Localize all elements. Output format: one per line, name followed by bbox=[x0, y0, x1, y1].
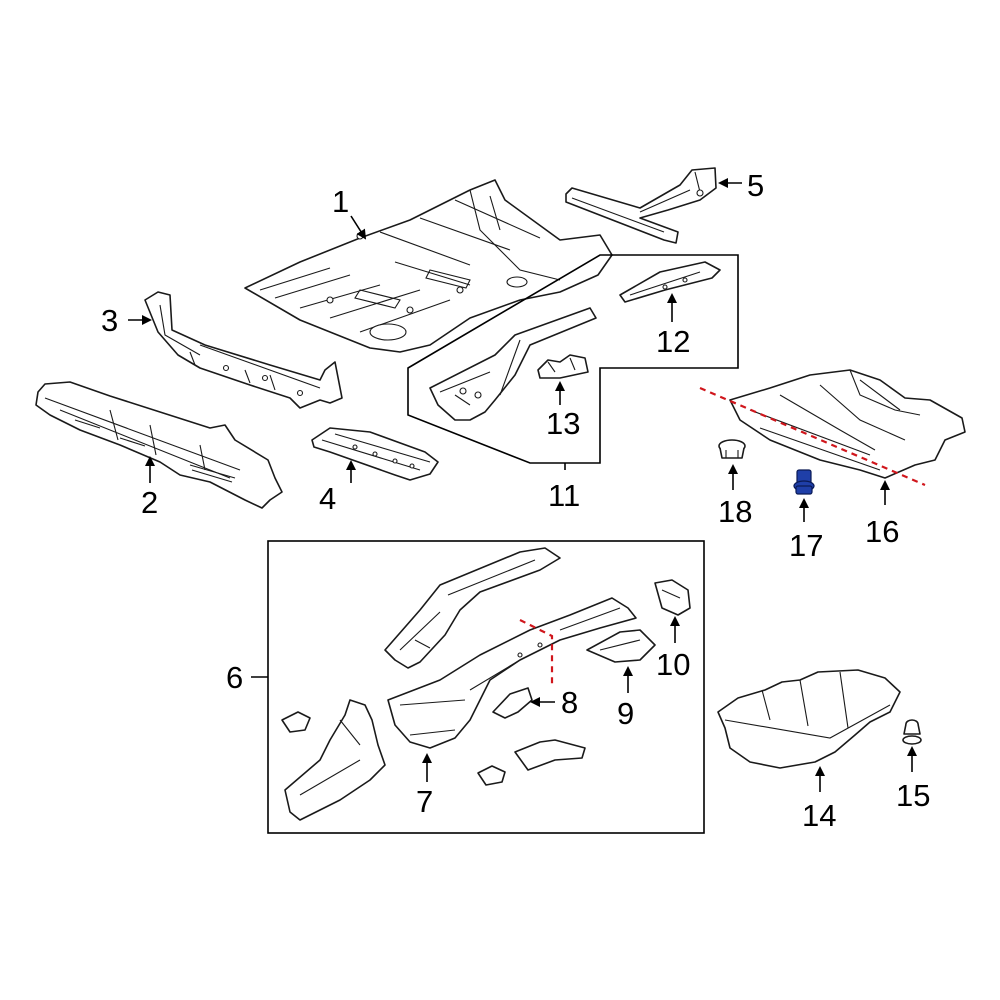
part-6-upper-rail[interactable] bbox=[384, 547, 561, 669]
part-8-bracket[interactable] bbox=[492, 687, 533, 719]
callout-11[interactable]: 11 bbox=[548, 478, 580, 513]
callout-6[interactable]: 6 bbox=[226, 660, 243, 695]
leader-lines bbox=[128, 178, 917, 792]
part-10-bracket[interactable] bbox=[654, 579, 691, 616]
callout-7[interactable]: 7 bbox=[416, 784, 433, 819]
callout-14[interactable]: 14 bbox=[802, 798, 836, 833]
cut-line-7 bbox=[519, 619, 554, 685]
part-9-bracket[interactable] bbox=[586, 629, 656, 663]
callout-16[interactable]: 16 bbox=[865, 514, 899, 549]
part-6-small-bracket-b[interactable] bbox=[477, 765, 506, 786]
callout-1[interactable]: 1 bbox=[332, 184, 349, 219]
part-6-small-bracket-a[interactable] bbox=[281, 711, 311, 733]
part-16-splash-shield[interactable] bbox=[729, 369, 966, 479]
part-17-bolt[interactable] bbox=[793, 469, 815, 495]
part-2-side-sill[interactable] bbox=[35, 381, 283, 509]
part-1-floor-pan[interactable] bbox=[244, 179, 613, 353]
part-11-rail[interactable] bbox=[429, 307, 597, 421]
callout-labels: 1 2 3 4 5 6 7 8 9 10 11 12 13 14 15 16 1… bbox=[101, 168, 930, 833]
cut-line-16 bbox=[699, 386, 926, 487]
part-12-bracket[interactable] bbox=[619, 261, 721, 303]
callout-17[interactable]: 17 bbox=[789, 528, 823, 563]
part-6-small-bracket-c[interactable] bbox=[514, 739, 586, 771]
callout-5[interactable]: 5 bbox=[747, 168, 764, 203]
part-5-crossmember[interactable] bbox=[565, 167, 717, 244]
callout-10[interactable]: 10 bbox=[656, 647, 690, 682]
callout-9[interactable]: 9 bbox=[617, 696, 634, 731]
callout-15[interactable]: 15 bbox=[896, 778, 930, 813]
callout-18[interactable]: 18 bbox=[718, 494, 752, 529]
part-6-lower-rail[interactable] bbox=[284, 699, 386, 821]
part-4-bracket[interactable] bbox=[311, 427, 439, 481]
callout-2[interactable]: 2 bbox=[141, 485, 158, 520]
callout-8[interactable]: 8 bbox=[561, 685, 578, 720]
part-7-frame-rail[interactable] bbox=[387, 597, 637, 749]
part-15-clip[interactable] bbox=[902, 719, 922, 745]
part-3-crossmember[interactable] bbox=[144, 291, 343, 409]
group-6-box bbox=[267, 540, 705, 834]
group-11-box bbox=[407, 254, 739, 470]
part-18-nut[interactable] bbox=[718, 439, 746, 459]
callout-4[interactable]: 4 bbox=[319, 481, 336, 516]
part-14-trim-tray[interactable] bbox=[717, 669, 901, 769]
part-13-bracket[interactable] bbox=[537, 354, 589, 379]
callout-12[interactable]: 12 bbox=[656, 324, 690, 359]
callout-13[interactable]: 13 bbox=[546, 406, 580, 441]
callout-3[interactable]: 3 bbox=[101, 303, 118, 338]
